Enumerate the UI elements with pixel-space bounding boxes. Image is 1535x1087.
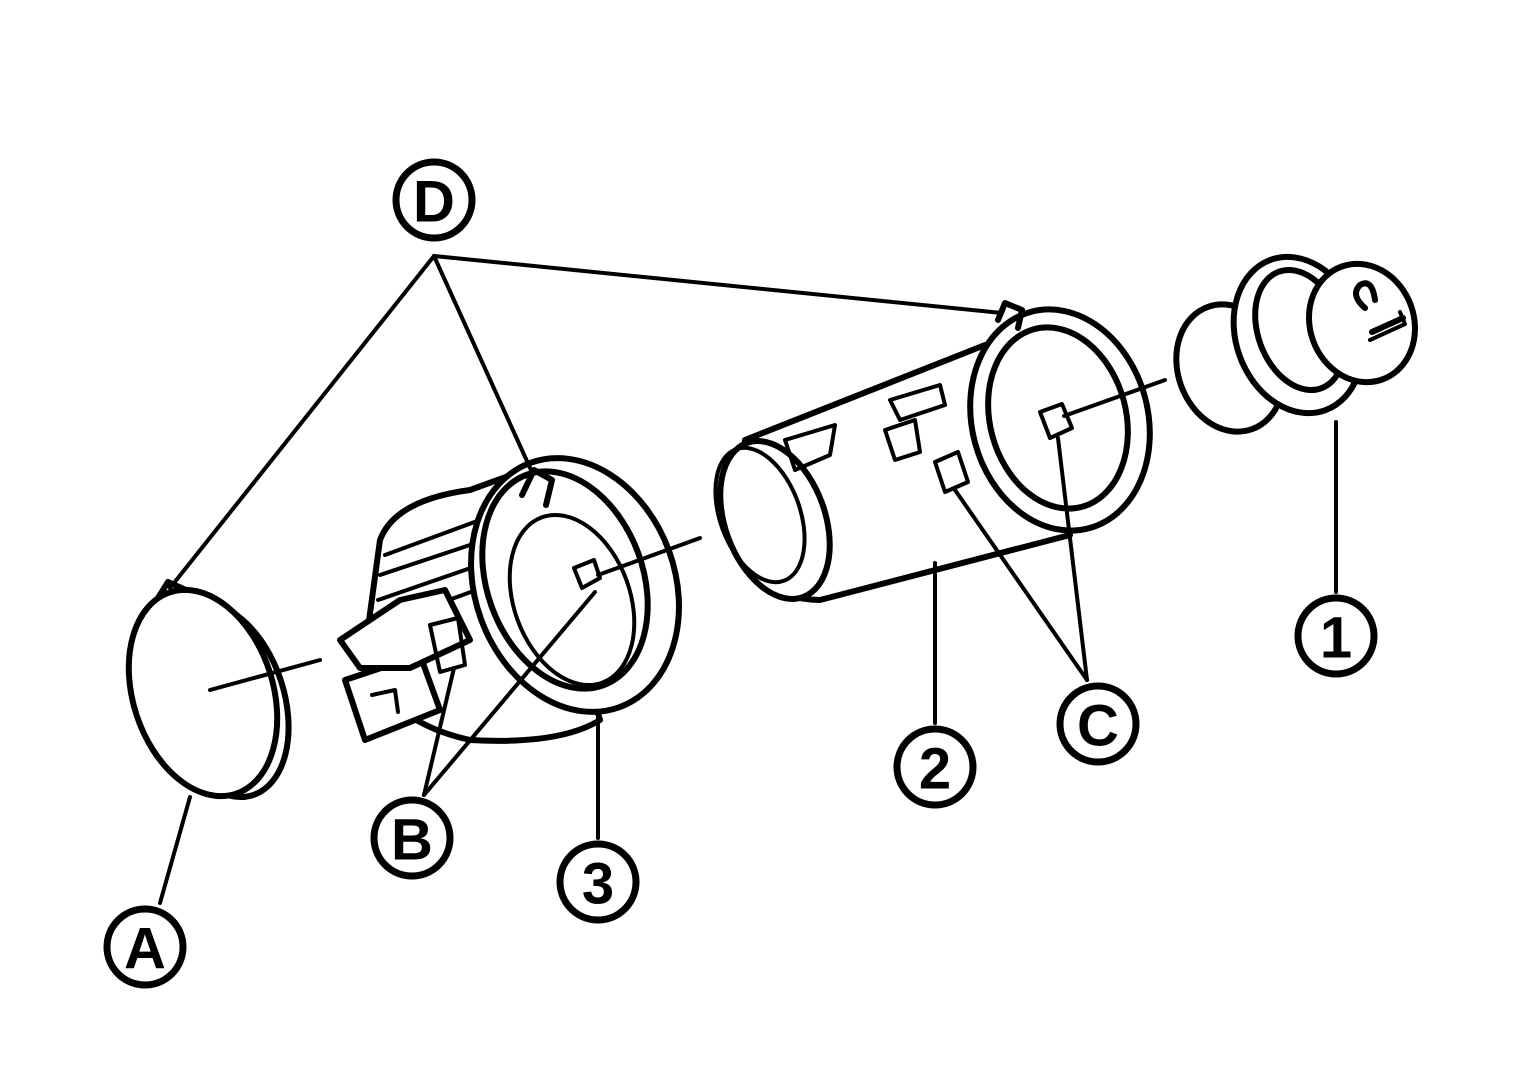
callout-b-label: B xyxy=(391,808,433,873)
callout-c: C xyxy=(1056,682,1140,766)
leader-lines xyxy=(158,254,1338,905)
part-1-lighter-plug xyxy=(1173,253,1418,435)
callout-2-label: 2 xyxy=(919,737,951,802)
callout-a: A xyxy=(103,905,187,989)
callout-d-label: D xyxy=(413,170,455,235)
part-a-cap xyxy=(125,579,322,801)
callout-3-label: 3 xyxy=(582,852,614,917)
callout-2: 2 xyxy=(893,725,977,809)
callout-1-label: 1 xyxy=(1320,606,1352,671)
callout-b: B xyxy=(370,796,454,880)
callout-c-label: C xyxy=(1077,694,1119,759)
callout-d: D xyxy=(392,158,476,242)
callout-a-label: A xyxy=(124,917,166,982)
callout-3: 3 xyxy=(556,840,640,924)
part-3-socket-housing xyxy=(337,455,702,744)
callout-1: 1 xyxy=(1294,594,1378,678)
